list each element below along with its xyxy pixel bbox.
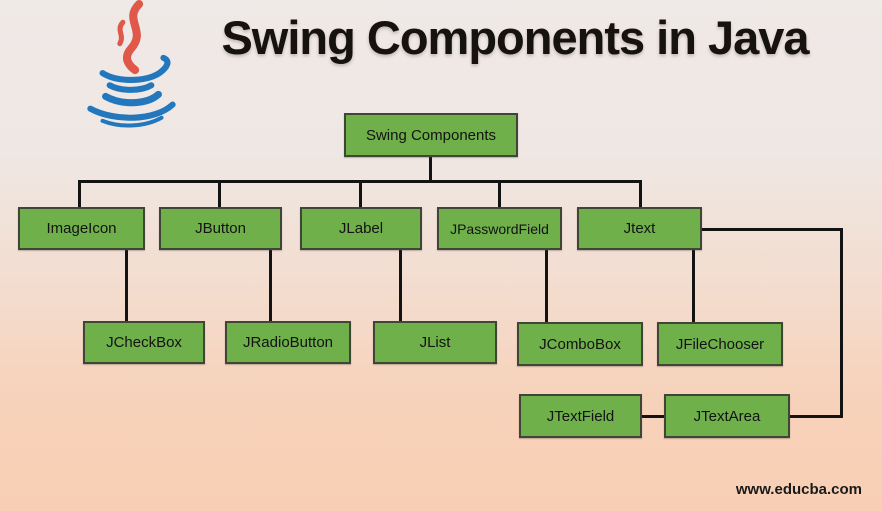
connector-drop-jlabel xyxy=(359,180,362,207)
java-logo-icon xyxy=(87,0,176,128)
node-jbutton: JButton xyxy=(159,207,282,250)
connector-root-riser xyxy=(429,157,432,182)
node-jradiobutton: JRadioButton xyxy=(225,321,351,364)
node-jpasswordfield: JPasswordField xyxy=(437,207,562,250)
node-jcheckbox: JCheckBox xyxy=(83,321,205,364)
connector-jlabel-jlist xyxy=(399,249,402,321)
node-imageicon: ImageIcon xyxy=(18,207,145,250)
node-jcombobox: JComboBox xyxy=(517,322,643,366)
node-swing-components: Swing Components xyxy=(344,113,518,157)
connector-jbutton-jradiobutton xyxy=(269,249,272,321)
connector-drop-jtext xyxy=(639,180,642,207)
node-jfilechooser: JFileChooser xyxy=(657,322,783,366)
node-jlist: JList xyxy=(373,321,497,364)
website-url: www.educba.com xyxy=(735,481,862,498)
connector-drop-imageicon xyxy=(78,180,81,207)
page-title: Swing Components in Java xyxy=(221,11,809,64)
connector-jtext-right-vertical xyxy=(840,228,843,418)
connector-jpasswordfield-jcombobox xyxy=(545,249,548,322)
connector-jtext-jfilechooser xyxy=(692,249,695,322)
connector-imageicon-jcheckbox xyxy=(125,249,128,321)
connector-jtextfield-jtextarea xyxy=(641,415,665,418)
node-jtextarea: JTextArea xyxy=(664,394,790,438)
node-jtextfield: JTextField xyxy=(519,394,642,438)
connector-drop-jpasswordfield xyxy=(498,180,501,207)
connector-jtext-right-horizontal xyxy=(701,228,843,231)
node-jlabel: JLabel xyxy=(300,207,422,250)
connector-jtextarea-right xyxy=(789,415,843,418)
node-jtext: Jtext xyxy=(577,207,702,250)
connector-drop-jbutton xyxy=(218,180,221,207)
